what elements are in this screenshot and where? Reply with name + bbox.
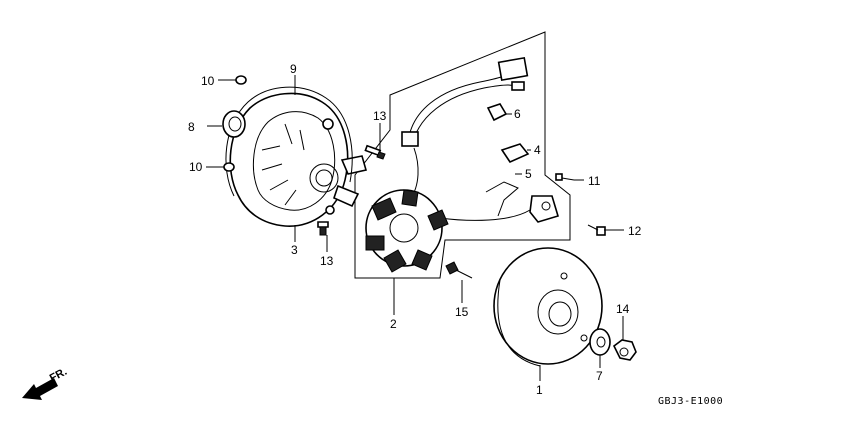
callout-2: 2 xyxy=(390,317,397,331)
washer-upper xyxy=(235,75,247,85)
bolt-upper xyxy=(364,144,386,160)
front-direction-arrow: FR. xyxy=(22,366,69,400)
washer-lower xyxy=(223,162,235,172)
callout-7: 7 xyxy=(596,369,603,383)
callout-4: 4 xyxy=(534,143,541,157)
stator-group-bracket xyxy=(354,31,571,279)
cord-clamp xyxy=(500,143,530,164)
callout-13-lower: 13 xyxy=(320,254,334,268)
flywheel-nut xyxy=(612,339,637,361)
bolt-11 xyxy=(555,173,575,181)
bolt-15 xyxy=(445,261,473,279)
diagram-code: GBJ3-E1000 xyxy=(658,396,723,407)
callout-1: 1 xyxy=(536,383,543,397)
callout-10-upper: 10 xyxy=(201,74,215,88)
callout-14: 14 xyxy=(616,302,630,316)
callout-6: 6 xyxy=(514,107,521,121)
callout-10-lower: 10 xyxy=(189,160,203,174)
flywheel xyxy=(493,247,603,367)
front-direction-label: FR. xyxy=(48,366,69,385)
flywheel-washer xyxy=(589,328,611,356)
leader-lines xyxy=(206,75,624,381)
oil-seal xyxy=(222,110,246,138)
callout-11: 11 xyxy=(588,174,601,188)
callout-15: 15 xyxy=(455,305,469,319)
callout-5: 5 xyxy=(525,167,532,181)
left-cover xyxy=(229,92,368,227)
callout-3: 3 xyxy=(291,243,298,257)
callout-8: 8 xyxy=(188,120,195,134)
callout-9: 9 xyxy=(290,62,297,76)
bolt-12 xyxy=(587,224,606,236)
grommet xyxy=(486,103,508,122)
gasket xyxy=(225,86,353,197)
callout-12: 12 xyxy=(628,224,642,238)
callout-13-upper: 13 xyxy=(373,109,387,123)
bolt-lower xyxy=(317,221,329,236)
cord-stay xyxy=(485,181,519,217)
stator-assembly xyxy=(365,56,559,273)
